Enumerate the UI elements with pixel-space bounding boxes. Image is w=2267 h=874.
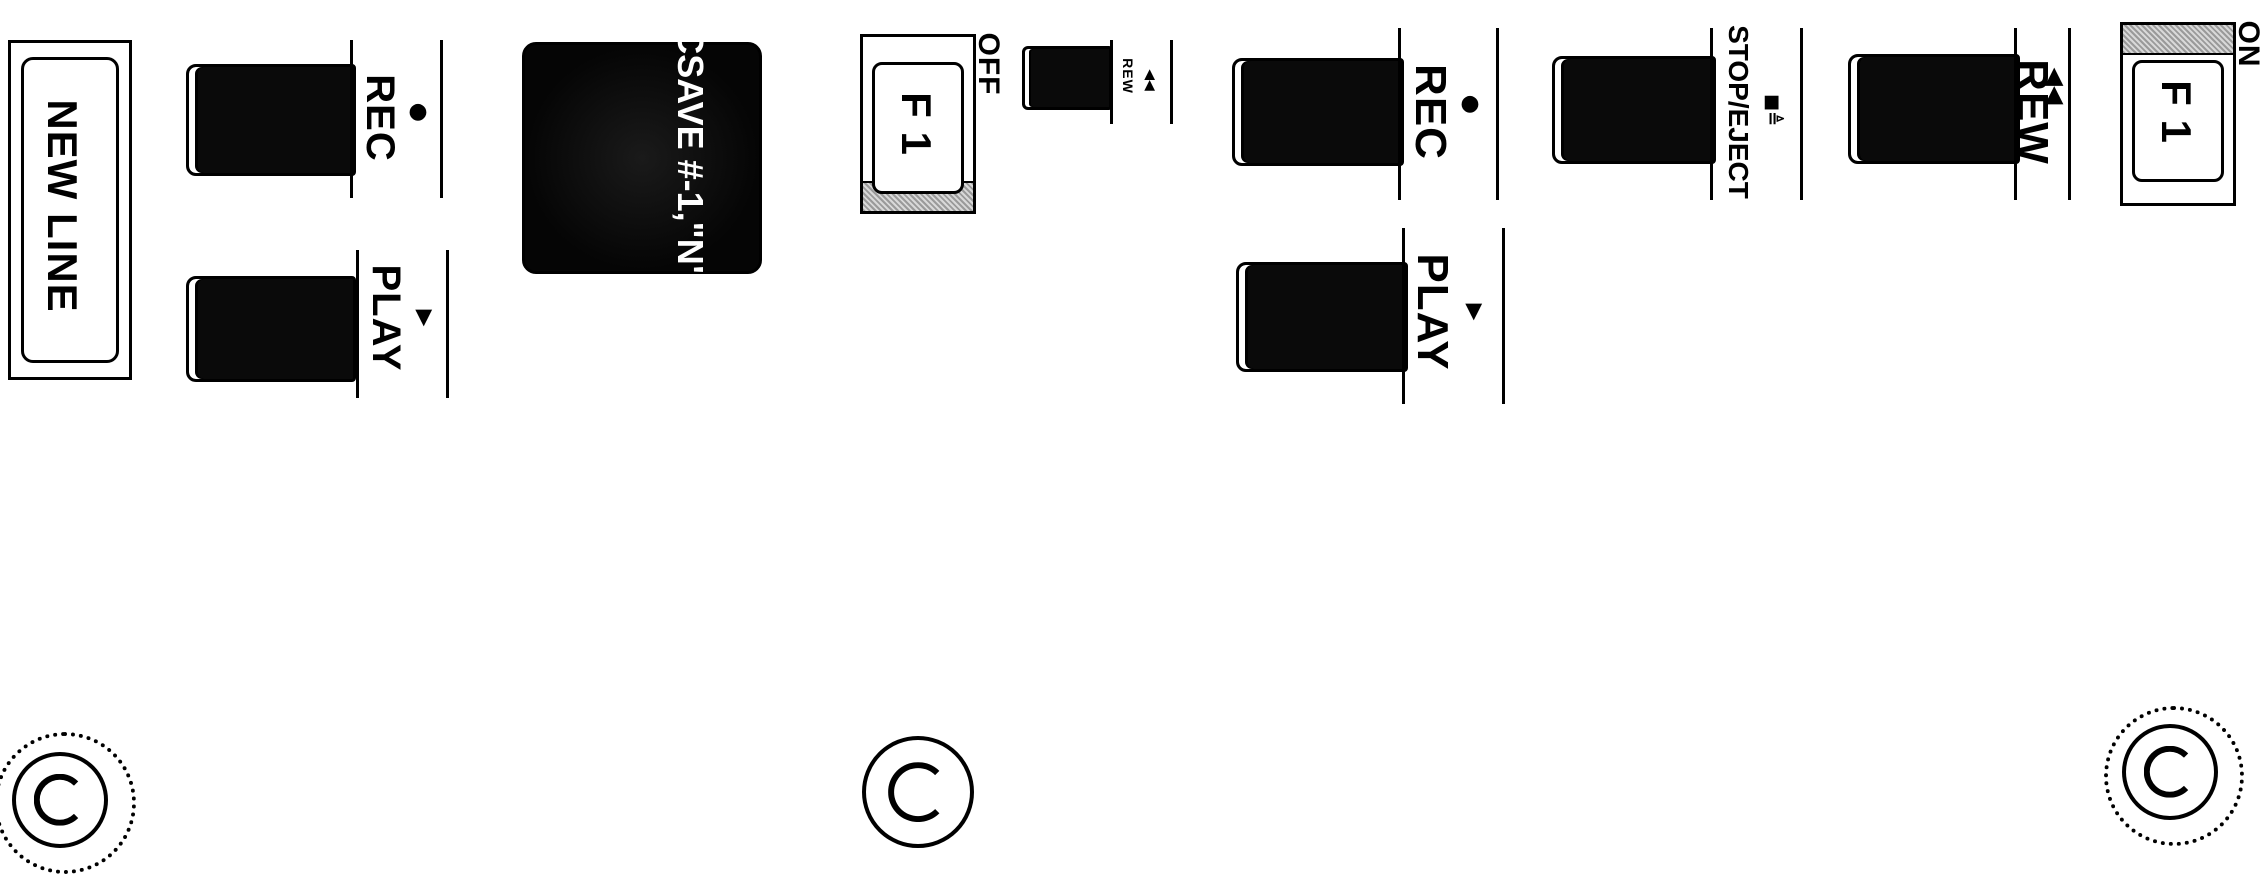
right-rec-key[interactable] [1232, 58, 1404, 166]
right-play-rule [1402, 228, 1405, 404]
right-play-arrow-icon: ▶ [1462, 303, 1487, 321]
f1-key-on-label: F 1 [2153, 80, 2200, 144]
new-line-key-face [21, 57, 119, 363]
right-rec-label: REC [1406, 64, 1455, 160]
f1-key-off-label: F 1 [893, 92, 940, 156]
stop-eject-rule-outer [1800, 28, 1803, 200]
right-rec-rule [1398, 28, 1401, 200]
on-label: ON [2232, 20, 2265, 68]
screw-right-icon [2122, 724, 2218, 820]
screw-middle-icon [862, 736, 974, 848]
left-play-label: PLAY [364, 264, 408, 372]
stop-eject-label: STOP/EJECT [1723, 25, 1754, 199]
screw-left-icon [12, 752, 108, 848]
new-line-label: NEW LINE [39, 99, 86, 313]
csave-screen [522, 42, 762, 274]
f1-key-on-face [2132, 60, 2224, 182]
f1-key-off-face [872, 62, 964, 194]
left-rec-label: REC [358, 74, 402, 162]
left-rec-key[interactable] [186, 64, 356, 176]
right-rec-rule-outer [1496, 28, 1499, 200]
left-play-arrow-icon: ▶ [412, 309, 437, 327]
small-rew-key[interactable] [1022, 46, 1112, 110]
stop-eject-key[interactable] [1552, 56, 1716, 164]
rew-arrows-icon: ◀◀ [2042, 67, 2070, 105]
stop-eject-rule [1710, 28, 1713, 200]
screw-right-ring [2104, 706, 2244, 846]
rew-rule-outer [2068, 28, 2071, 200]
left-rec-rule [350, 40, 353, 198]
small-rew-rule-outer [1170, 40, 1173, 124]
left-play-key[interactable] [186, 276, 356, 382]
f1-key-on-shade [2123, 25, 2233, 55]
left-play-rule [356, 250, 359, 398]
csave-screen-text: CSAVE #-1,"N" [670, 28, 711, 282]
right-rec-dot-icon: ● [1460, 91, 1480, 116]
left-rec-dot-icon: ● [408, 99, 428, 124]
stop-eject-icon: ■≜ [1762, 93, 1783, 127]
right-play-rule-outer [1502, 228, 1505, 404]
right-play-label: PLAY [1408, 253, 1457, 371]
left-play-rule-outer [446, 250, 449, 398]
rew-rule [2014, 28, 2017, 200]
off-label: OFF [972, 32, 1005, 96]
small-rew-rule [1110, 40, 1113, 124]
small-rew-arrows-icon: ◀◀ [1142, 69, 1158, 91]
right-play-key[interactable] [1236, 262, 1408, 372]
left-rec-rule-outer [440, 40, 443, 198]
rew-key[interactable] [1848, 54, 2020, 164]
small-rew-label: REW [1120, 58, 1136, 94]
new-line-key[interactable] [8, 40, 132, 380]
